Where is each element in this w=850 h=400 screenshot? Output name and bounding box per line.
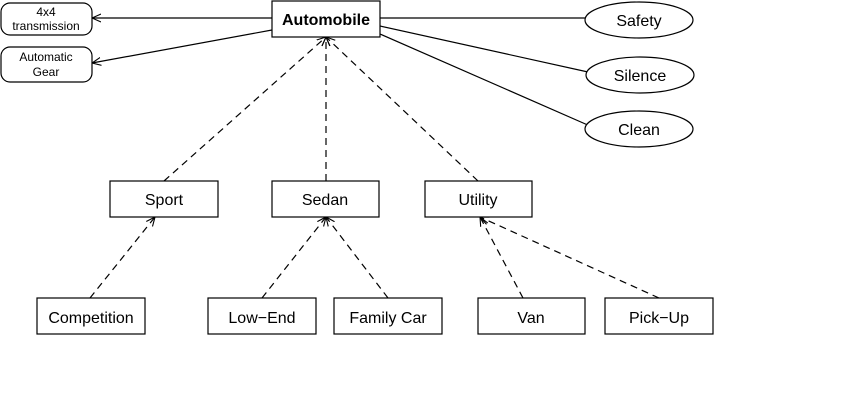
- node-automobile: Automobile: [271, 0, 381, 38]
- edge-automobile-to-automatic-gear: [92, 29, 273, 63]
- node-van: Van: [477, 297, 586, 335]
- node-sedan-label: Sedan: [302, 192, 348, 209]
- edge-competition-to-sport: [89, 217, 155, 299]
- node-family-car: Family Car: [333, 297, 443, 335]
- node-automatic-gear: Automatic Gear: [0, 46, 93, 83]
- node-sport-label: Sport: [145, 192, 184, 209]
- edge-pick-up-to-utility: [480, 217, 660, 299]
- node-clean-label: Clean: [618, 122, 660, 139]
- node-competition-label: Competition: [48, 310, 133, 327]
- edge-utility-to-automobile: [326, 37, 479, 182]
- edge-sport-to-automobile: [163, 37, 326, 182]
- edge-van-to-utility: [480, 217, 524, 299]
- node-family-car-label: Family Car: [349, 310, 427, 327]
- node-low-end-label: Low−End: [228, 310, 295, 327]
- node-van-label: Van: [517, 310, 544, 327]
- node-competition: Competition: [36, 297, 146, 335]
- node-pick-up: Pick−Up: [604, 297, 714, 335]
- node-low-end: Low−End: [207, 297, 317, 335]
- node-4x4-transmission-label-line2: transmission: [12, 19, 79, 33]
- node-utility: Utility: [424, 180, 533, 218]
- node-sport: Sport: [109, 180, 219, 218]
- node-utility-label: Utility: [458, 192, 497, 209]
- node-safety-label: Safety: [616, 13, 661, 30]
- node-4x4-transmission: 4x4 transmission: [0, 2, 93, 36]
- edge-low-end-to-sedan: [261, 217, 326, 299]
- node-silence: Silence: [585, 56, 695, 94]
- node-clean: Clean: [584, 110, 694, 148]
- edges: [89, 18, 660, 299]
- node-automobile-label: Automobile: [282, 12, 370, 29]
- node-sedan: Sedan: [271, 180, 380, 218]
- node-silence-label: Silence: [614, 68, 667, 85]
- edge-automobile-to-silence: [379, 25, 589, 73]
- node-automatic-gear-label-line1: Automatic: [19, 50, 72, 64]
- node-safety: Safety: [584, 1, 694, 39]
- node-4x4-transmission-label-line1: 4x4: [36, 5, 56, 19]
- node-automatic-gear-label-line2: Gear: [33, 65, 60, 79]
- node-pick-up-label: Pick−Up: [629, 310, 689, 327]
- edge-family-car-to-sedan: [326, 217, 389, 299]
- edge-automobile-to-clean: [379, 33, 591, 127]
